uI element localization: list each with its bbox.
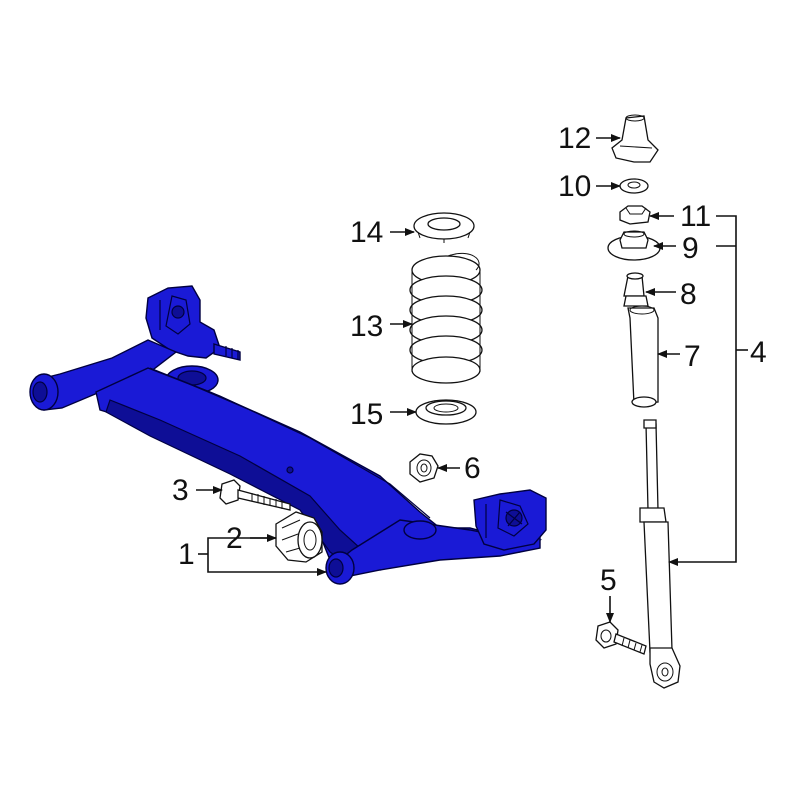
shock-absorber <box>639 419 681 689</box>
washer-part-10 <box>619 178 649 194</box>
bumper-part-8 <box>623 272 649 307</box>
callout-8: 8 <box>680 278 697 311</box>
callout-6: 6 <box>464 452 481 485</box>
bump-stop-cap-part-12 <box>611 114 659 163</box>
bushing-part-2 <box>275 511 323 563</box>
leader-4-bracket <box>672 215 737 563</box>
callout-15: 15 <box>350 398 383 431</box>
callout-14: 14 <box>350 216 383 249</box>
callout-labels: 1 2 3 4 5 6 7 8 9 10 11 12 13 14 15 <box>172 122 767 597</box>
strut-mount-part-9 <box>607 230 661 261</box>
leader-lines <box>196 134 748 623</box>
callout-11: 11 <box>680 200 711 233</box>
upper-spring-seat-part-14 <box>413 212 475 243</box>
callout-5: 5 <box>600 564 617 597</box>
callout-9: 9 <box>682 232 699 265</box>
callout-12: 12 <box>558 122 591 155</box>
callout-7: 7 <box>684 340 701 373</box>
callout-3: 3 <box>172 474 189 507</box>
callout-13: 13 <box>350 310 383 343</box>
coil-spring-part-13 <box>409 252 483 384</box>
bolt-part-3 <box>219 479 291 511</box>
bolt-part-5 <box>595 621 647 655</box>
rear-axle-beam <box>29 285 547 585</box>
dust-boot-part-7 <box>627 305 659 408</box>
nut-part-6 <box>409 453 439 483</box>
callout-4: 4 <box>750 336 767 369</box>
callout-10: 10 <box>558 170 591 203</box>
lower-spring-seat-part-15 <box>415 399 477 425</box>
leader-1-lower <box>207 554 327 576</box>
callout-1: 1 <box>178 538 195 571</box>
callout-2: 2 <box>226 522 243 555</box>
nut-part-11 <box>619 205 651 225</box>
